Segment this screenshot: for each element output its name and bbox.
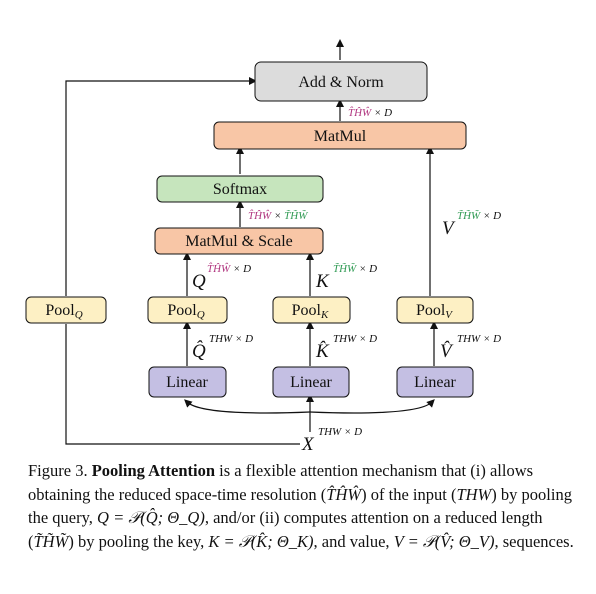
pool-v-box: PoolV bbox=[396, 296, 474, 324]
v-hat-dim: THW × D bbox=[457, 333, 501, 345]
k-hat-dim: THW × D bbox=[333, 333, 377, 345]
matmul-label: MatMul bbox=[314, 128, 367, 145]
linear-k-box: Linear bbox=[272, 366, 350, 398]
caption-title: Pooling Attention bbox=[91, 461, 216, 480]
svg-text:Linear: Linear bbox=[166, 374, 208, 391]
k-hat-symbol: K̂ bbox=[315, 341, 330, 362]
svg-text:PoolK: PoolK bbox=[292, 302, 329, 321]
caption-fig-label: Figure 3. bbox=[28, 461, 88, 480]
q-hat-symbol: Q̂ bbox=[192, 341, 206, 362]
k-symbol: K bbox=[315, 271, 330, 292]
svg-text:Linear: Linear bbox=[414, 374, 456, 391]
matmul-output-dim: T̂ĤŴ × D bbox=[348, 106, 392, 119]
q-hat-dim: THW × D bbox=[209, 333, 253, 345]
add-norm-label: Add & Norm bbox=[298, 74, 384, 91]
softmax-label: Softmax bbox=[213, 181, 267, 198]
x-dim: THW × D bbox=[318, 426, 362, 438]
residual-line-lower bbox=[65, 324, 300, 445]
svg-text:Linear: Linear bbox=[290, 374, 332, 391]
v-hat-symbol: V̂ bbox=[440, 341, 454, 362]
q-dim: T̂ĤŴ × D bbox=[207, 262, 251, 275]
arrow-x-to-linearq bbox=[184, 399, 311, 414]
x-symbol: X bbox=[301, 434, 315, 455]
attention-matrix-dim: T̂ĤŴ × T̃H̃W̃ bbox=[248, 209, 308, 222]
svg-text:PoolQ: PoolQ bbox=[45, 302, 82, 321]
linear-v-box: Linear bbox=[396, 366, 474, 398]
softmax-box: Softmax bbox=[156, 175, 324, 203]
v-dim: T̃H̃W̃ × D bbox=[457, 209, 501, 222]
arrow-x-to-linearv bbox=[309, 399, 435, 414]
svg-text:PoolQ: PoolQ bbox=[167, 302, 204, 321]
matmul-box: MatMul bbox=[213, 121, 467, 150]
svg-text:PoolV: PoolV bbox=[416, 302, 453, 321]
linear-q-box: Linear bbox=[148, 366, 227, 398]
pool-q-residual-box: PoolQ bbox=[25, 296, 107, 324]
add-norm-box: Add & Norm bbox=[254, 61, 428, 102]
matmul-scale-label: MatMul & Scale bbox=[185, 233, 293, 250]
k-dim: T̃H̃W̃ × D bbox=[333, 262, 377, 275]
q-symbol: Q bbox=[192, 271, 206, 292]
pool-k-box: PoolK bbox=[272, 296, 351, 324]
connectors bbox=[65, 39, 438, 445]
pooling-attention-diagram: Add & Norm T̂ĤŴ × D MatMul Softmax T̂ĤŴ … bbox=[25, 39, 501, 455]
residual-line-upper bbox=[65, 77, 257, 296]
v-symbol: V bbox=[442, 218, 456, 239]
caption-text: Figure 3. Pooling Attention is a flexibl… bbox=[28, 461, 574, 551]
figure-caption: Figure 3. Pooling Attention is a flexibl… bbox=[28, 459, 576, 553]
matmul-scale-box: MatMul & Scale bbox=[154, 227, 324, 255]
pool-q-box: PoolQ bbox=[147, 296, 228, 324]
